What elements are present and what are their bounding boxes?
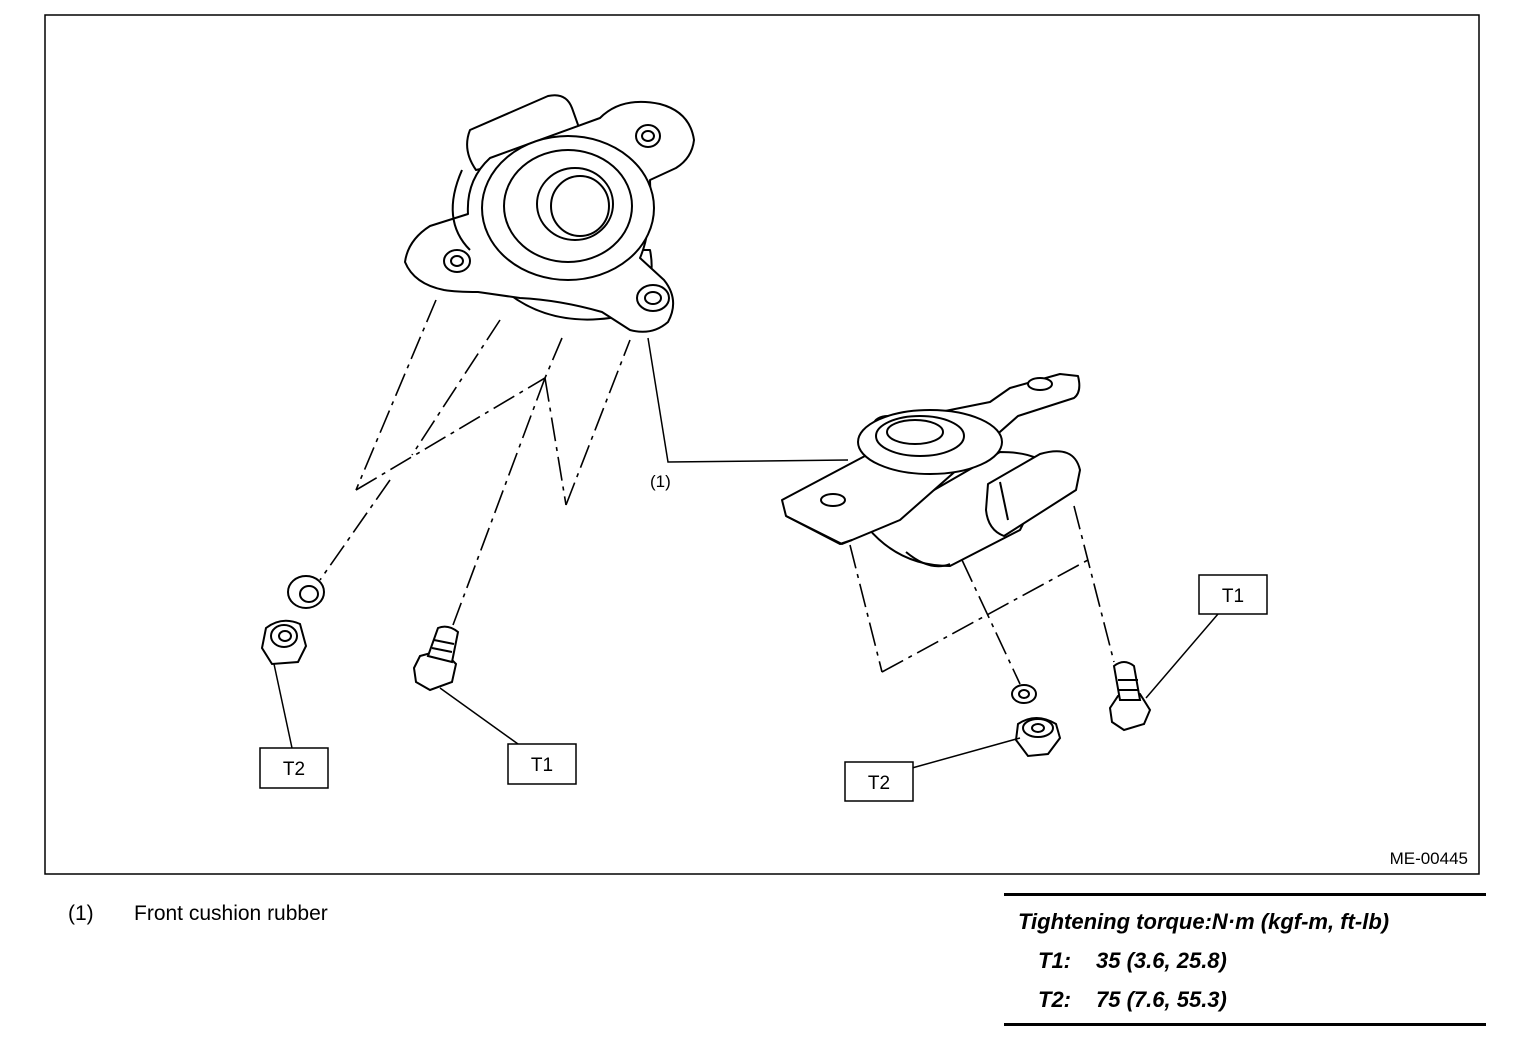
center-lines-right	[849, 505, 1115, 685]
washer-left	[287, 575, 325, 609]
leader-part-1	[647, 337, 849, 463]
exploded-diagram: T2 T1 T2 T1 (1) ME-00445	[44, 14, 1480, 875]
leader-t1-left	[439, 687, 519, 745]
center-lines-left	[319, 299, 631, 626]
legend-number: (1)	[68, 902, 94, 925]
callout-t2-right: T2	[844, 761, 914, 802]
leader-t1-right	[1145, 613, 1219, 699]
svg-text:T2: T2	[283, 759, 305, 780]
callout-t1-right: T1	[1198, 574, 1268, 615]
cushion-rubber-left	[404, 94, 695, 333]
torque-row-t2: T2: 75 (7.6, 55.3)	[1004, 980, 1486, 1019]
parts-legend: (1) Front cushion rubber	[68, 902, 328, 926]
torque-value: 35 (3.6, 25.8)	[1096, 948, 1227, 973]
torque-key: T1:	[1038, 948, 1071, 973]
torque-row-t1: T1: 35 (3.6, 25.8)	[1004, 941, 1486, 980]
svg-text:T2: T2	[868, 773, 890, 794]
nut-right	[1014, 717, 1062, 758]
svg-text:T1: T1	[1222, 586, 1244, 607]
figure-code: ME-00445	[1390, 849, 1468, 868]
nut-left	[260, 619, 308, 666]
leader-t2-right	[911, 737, 1021, 769]
torque-value: 75 (7.6, 55.3)	[1096, 987, 1227, 1012]
figure-frame	[44, 14, 1480, 875]
callout-t1-left: T1	[507, 743, 577, 785]
svg-text:T1: T1	[531, 755, 553, 776]
torque-heading: Tightening torque:N·m (kgf-m, ft-lb)	[1018, 909, 1390, 934]
leader-t2-left	[273, 663, 293, 749]
bolt-right	[1108, 661, 1152, 732]
torque-key: T2:	[1038, 987, 1071, 1012]
washer-right	[1011, 684, 1037, 704]
callout-part-1: (1)	[650, 472, 671, 491]
torque-table: Tightening torque:N·m (kgf-m, ft-lb) T1:…	[1004, 893, 1486, 1026]
legend-label: Front cushion rubber	[134, 902, 328, 925]
cushion-rubber-right	[781, 373, 1081, 568]
bolt-left	[412, 625, 460, 692]
callout-t2-left: T2	[259, 747, 329, 789]
